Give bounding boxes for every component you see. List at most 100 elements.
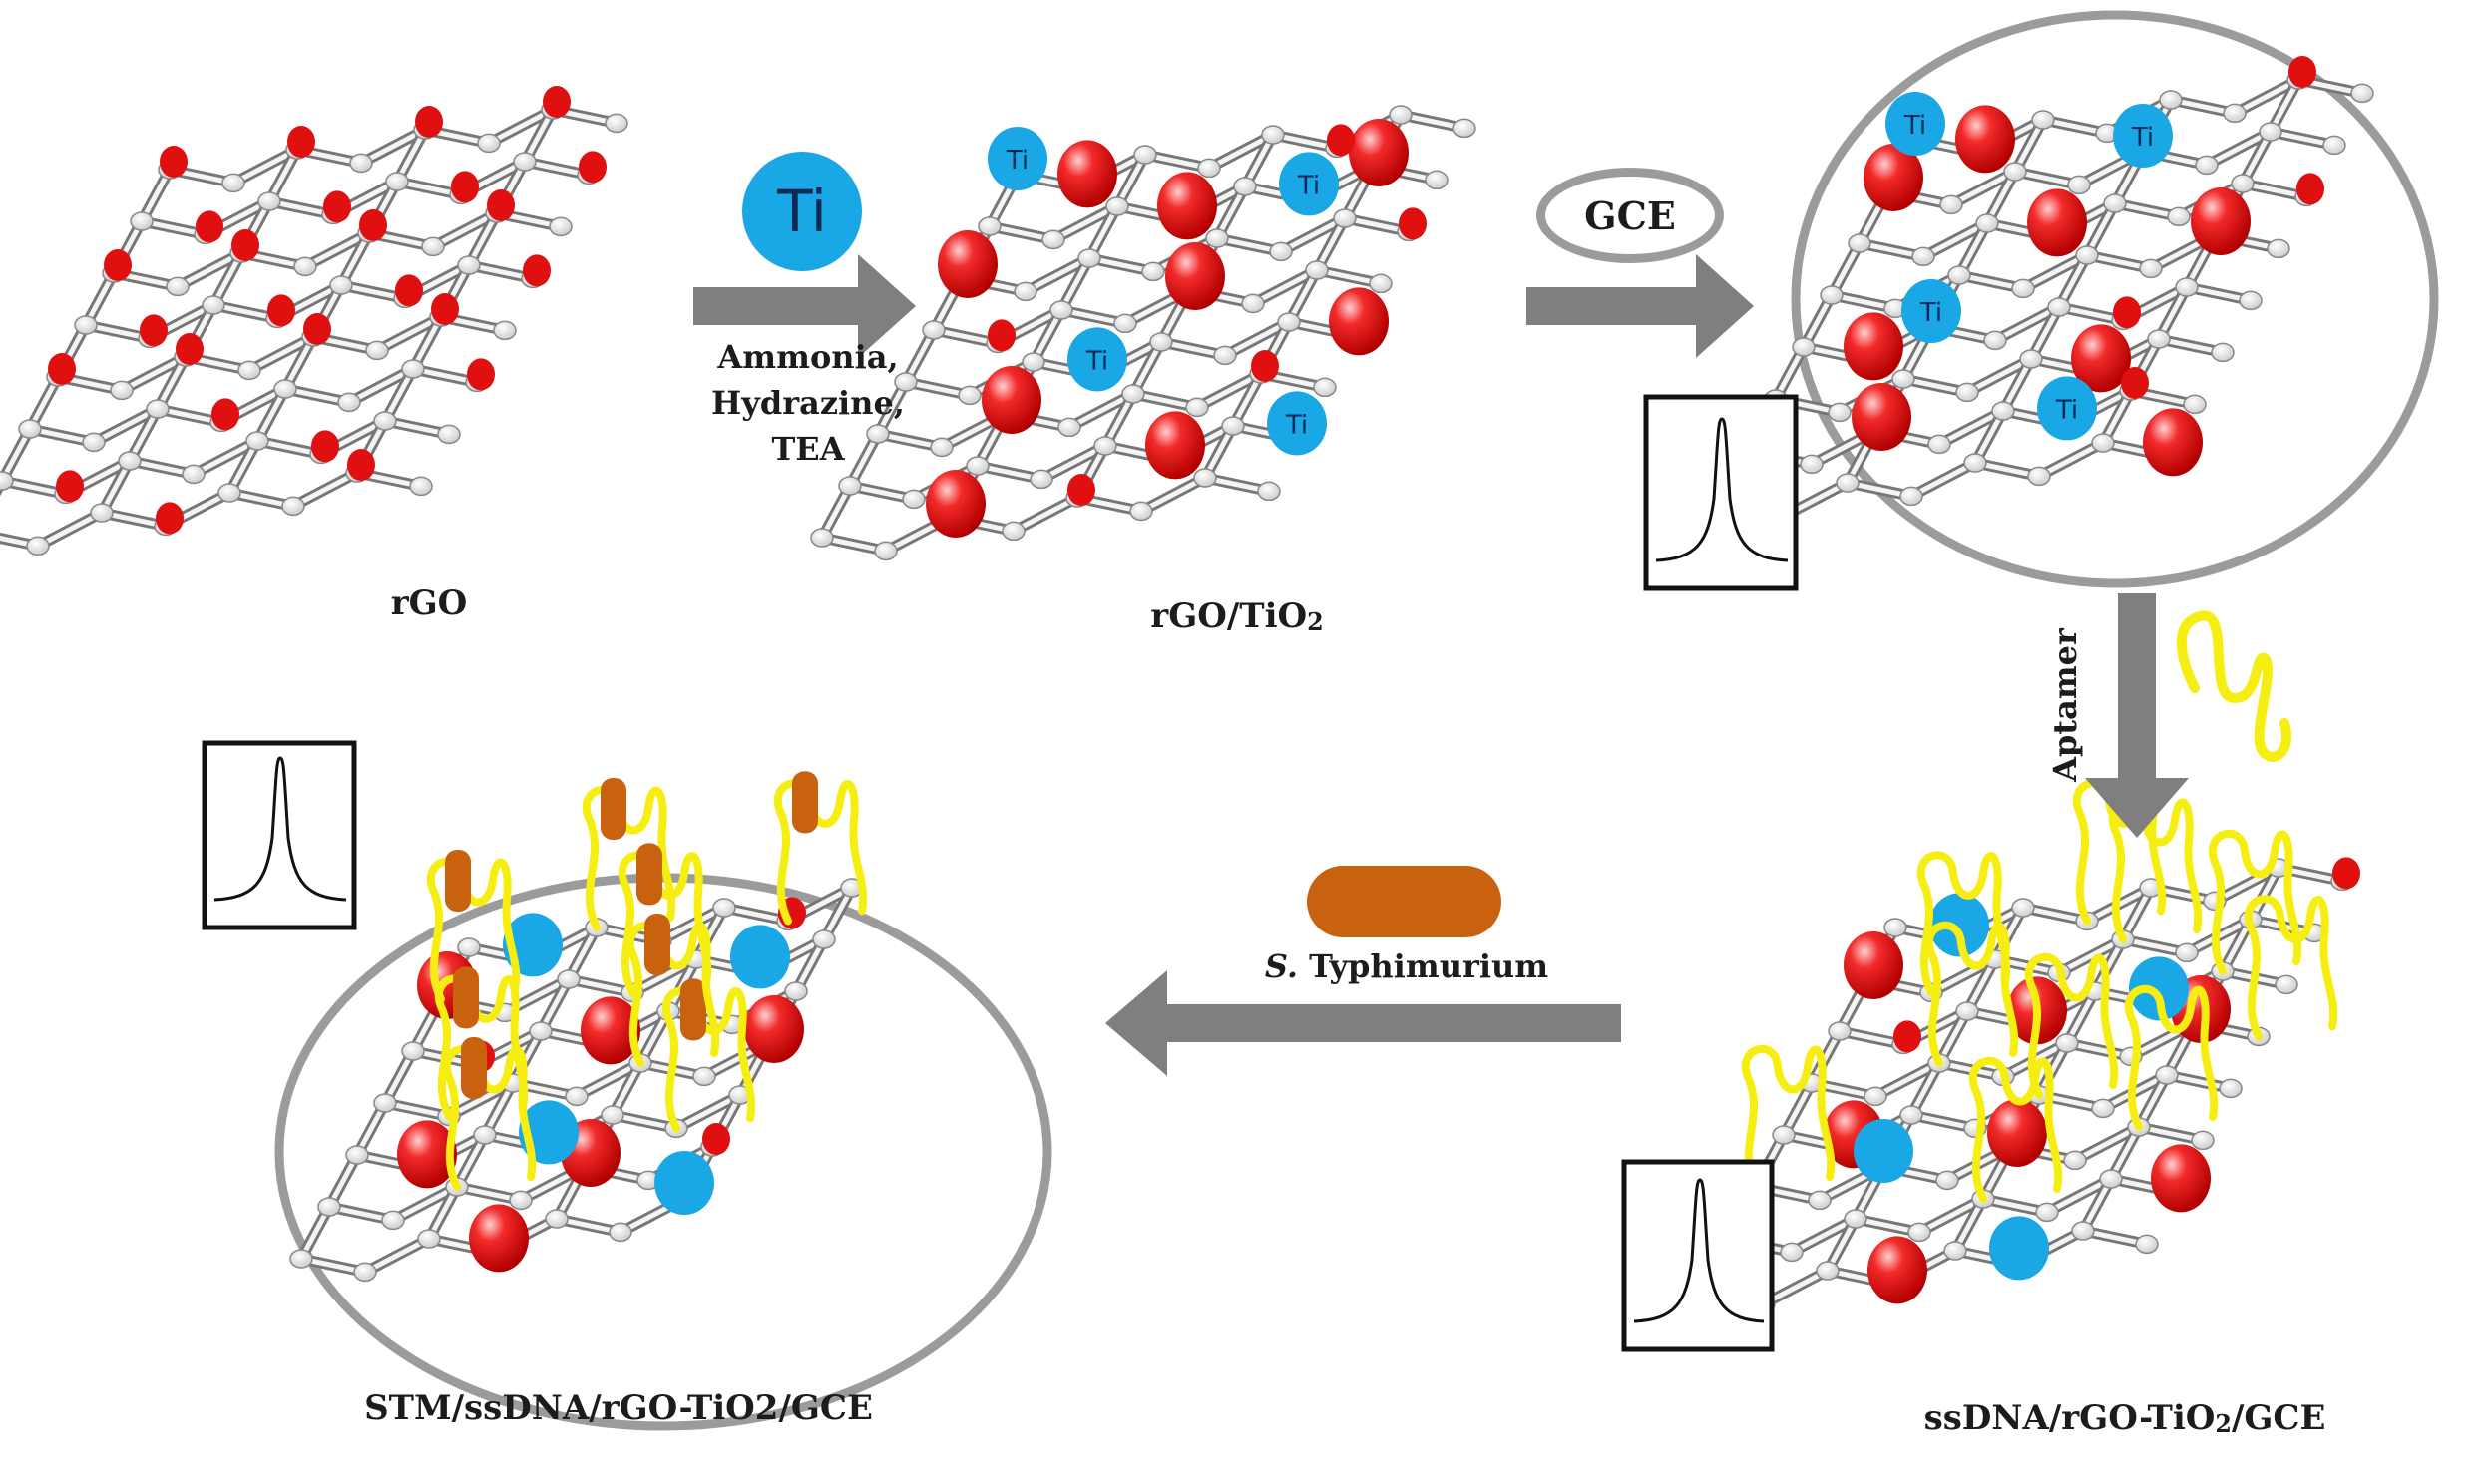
cc-bond-highlight [1948, 169, 2018, 207]
titanium-atom [1901, 279, 1961, 343]
aptamer-strand-icon [2176, 610, 2291, 762]
carbon-atom [317, 1197, 341, 1217]
carbon-atom [337, 392, 361, 413]
carbon-atom [110, 380, 134, 401]
titanium-atom [1267, 391, 1327, 456]
oxygen-atom [451, 171, 479, 203]
carbon-atom [1955, 382, 1979, 403]
oxygen-sphere [1329, 287, 1389, 356]
oxygen-sphere [1057, 140, 1117, 208]
gce-electrode-icon: GCE [1536, 168, 1724, 263]
titanium-atom [1929, 893, 1989, 957]
carbon-atom [401, 359, 425, 379]
cc-bond-highlight [1023, 255, 1092, 294]
oxygen-atom [2332, 857, 2360, 890]
cc-bond-highlight [2072, 1124, 2142, 1163]
oxygen-atom [523, 254, 551, 287]
arrow-ti-step [693, 254, 916, 358]
carbon-atom [221, 173, 245, 193]
oxygen-sphere [2071, 324, 2131, 393]
oxygen-atom [2113, 296, 2141, 329]
carbon-atom [1975, 213, 1999, 233]
aptamer-strand [1968, 1057, 2063, 1203]
carbon-atom [1233, 177, 1257, 196]
carbon-atom [1261, 125, 1285, 145]
cc-bond-highlight [1038, 443, 1108, 482]
oxygen-sphere [938, 230, 998, 298]
oxygen-sphere [1157, 172, 1217, 240]
reagent-line-ammonia: Ammonia, [717, 338, 899, 376]
gce-label: GCE [1584, 192, 1676, 238]
cc-bond-highlight [574, 1060, 643, 1099]
carbon-atom [2011, 278, 2035, 299]
oxygen-atom [2121, 367, 2149, 399]
carbon-atom [1221, 416, 1245, 436]
bacteria-species: Typhimurium [1298, 947, 1549, 985]
cc-bond-highlight [2204, 129, 2274, 168]
carbon-atom [457, 255, 481, 275]
carbon-atom [513, 152, 537, 172]
titanium-atom-label: Ti [1285, 410, 1308, 440]
arrow-gce-step [1526, 254, 1754, 358]
carbon-atom [1141, 261, 1165, 282]
carbon-atom [838, 476, 862, 496]
bound-bacteria [601, 778, 626, 840]
carbon-atom [1848, 233, 1871, 253]
reagent-line-hydrazine: Hydrazine, [711, 384, 905, 422]
titanium-atom [1067, 327, 1127, 392]
oxygen-sphere [1852, 383, 1911, 451]
cc-bond-highlight [1138, 475, 1208, 514]
oxygen-sphere [744, 995, 804, 1063]
carbon-atom [2031, 110, 2055, 130]
oxygen-sphere [1844, 312, 1903, 381]
oxygen-atom [415, 106, 443, 138]
carbon-atom [2047, 297, 2071, 317]
carbon-atom [2027, 466, 2051, 487]
cc-bond-highlight [1278, 215, 1348, 254]
titanium-reagent-icon: Ti [742, 152, 862, 271]
cc-bond-highlight [2020, 252, 2090, 291]
carbon-atom [966, 456, 990, 476]
cc-bond-highlight [1872, 1060, 1942, 1099]
carbon-atom [2011, 898, 2035, 918]
carbon-atom [1313, 377, 1337, 398]
carbon-atom [1049, 300, 1073, 320]
carbon-atom [2155, 1065, 2179, 1085]
oxygen-atom [1399, 207, 1427, 240]
carbon-atom [2135, 1234, 2159, 1255]
titanium-reagent-label: Ti [777, 178, 827, 245]
carbon-atom [146, 399, 170, 419]
carbon-atom [1333, 208, 1357, 228]
carbon-atom [1935, 1170, 1959, 1191]
carbon-atom [493, 320, 517, 341]
carbon-atom [2159, 90, 2183, 110]
carbon-atom [166, 276, 190, 297]
titanium-atom-label: Ti [1903, 111, 1926, 141]
carbon-atom [1943, 1241, 1967, 1261]
oxygen-atom [431, 293, 459, 325]
carbon-atom [810, 528, 834, 548]
titanium-atom [654, 1151, 714, 1215]
carbon-atom [385, 172, 409, 191]
oxygen-atom [2288, 56, 2316, 88]
oxygen-sphere [1349, 119, 1409, 186]
carbon-atom [1911, 246, 1935, 267]
carbon-atom [1816, 1261, 1840, 1281]
carbon-atom [874, 541, 898, 561]
oxygen-sphere [581, 996, 640, 1065]
carbon-atom [529, 1021, 553, 1041]
oxygen-atom [1251, 350, 1279, 382]
oxygen-sphere [2151, 1144, 2211, 1213]
carbon-atom [1899, 486, 1923, 507]
carbon-atom [2231, 174, 2255, 193]
oxygen-sphere [1955, 105, 2015, 174]
carbon-atom [257, 191, 281, 211]
arrow-bacteria-step [1105, 970, 1621, 1076]
carbon-atom [345, 1145, 369, 1165]
carbon-atom [1828, 402, 1852, 423]
carbon-atom [293, 256, 317, 277]
cc-bond-highlight [1066, 391, 1136, 430]
cc-bond-highlight [302, 230, 372, 269]
carbon-atom [1963, 453, 1987, 473]
